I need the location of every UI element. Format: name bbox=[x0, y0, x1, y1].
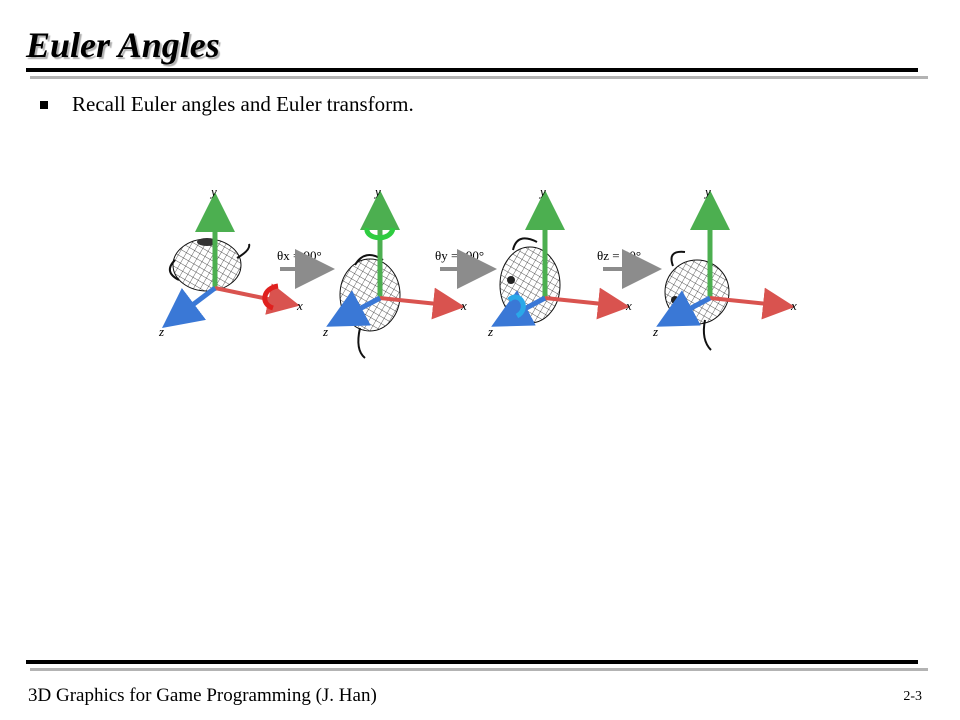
z-axis-label: z bbox=[158, 324, 164, 339]
x-axis-arrow bbox=[709, 287, 795, 320]
z-axis-arrow bbox=[162, 286, 217, 329]
teapot-2 bbox=[339, 254, 401, 359]
square-bullet-icon bbox=[40, 100, 48, 109]
step-arrow-3: θz = 30° bbox=[597, 248, 662, 289]
z-axis-label: z bbox=[487, 324, 493, 339]
y-axis-label: y bbox=[373, 184, 381, 199]
teapot-3 bbox=[499, 237, 561, 324]
bullet-text: Recall Euler angles and Euler transform. bbox=[72, 92, 414, 116]
z-axis-label: z bbox=[652, 324, 658, 339]
step-label-3: θz = 30° bbox=[597, 248, 641, 263]
step-arrow-2: θy = -90° bbox=[435, 248, 497, 289]
euler-rotation-figure: y x z θx = 90° y x z θy = -90° bbox=[158, 184, 797, 359]
footer-rule bbox=[26, 660, 918, 664]
step-label-1: θx = 90° bbox=[277, 248, 322, 263]
y-axis-label: y bbox=[703, 184, 711, 199]
z-axis-label: z bbox=[322, 324, 328, 339]
footer-rule-shadow bbox=[30, 668, 928, 671]
title-rule bbox=[26, 68, 918, 72]
teapot-panel-1: y x z bbox=[158, 184, 303, 339]
x-axis-label: x bbox=[790, 298, 797, 313]
x-axis-label: x bbox=[625, 298, 632, 313]
x-axis-arrow bbox=[214, 283, 300, 315]
x-axis-arrow bbox=[379, 287, 465, 320]
y-axis-label: y bbox=[209, 184, 217, 199]
teapot-panel-3: y x z bbox=[487, 184, 632, 339]
z-rotation-icon bbox=[507, 294, 526, 319]
x-axis-label: x bbox=[460, 298, 467, 313]
step-label-2: θy = -90° bbox=[435, 248, 484, 263]
footer-course: 3D Graphics for Game Programming (J. Han… bbox=[28, 685, 377, 706]
z-axis-arrow bbox=[656, 290, 712, 327]
x-axis-label: x bbox=[296, 298, 303, 313]
x-rotation-icon bbox=[262, 283, 279, 311]
page-number: 2-3 bbox=[903, 689, 922, 704]
slide-title: Euler Angles bbox=[26, 25, 220, 65]
z-axis-arrow bbox=[326, 290, 382, 327]
teapot-1 bbox=[168, 238, 251, 292]
title-rule-shadow bbox=[30, 76, 928, 79]
teapot-panel-4: y x z bbox=[652, 184, 797, 351]
teapot-panel-2: y x z bbox=[322, 184, 467, 359]
x-axis-arrow bbox=[544, 287, 630, 320]
y-axis-label: y bbox=[538, 184, 546, 199]
y-rotation-icon bbox=[364, 227, 396, 241]
step-arrow-1: θx = 90° bbox=[277, 248, 335, 289]
bullet-item: Recall Euler angles and Euler transform. bbox=[40, 92, 414, 117]
